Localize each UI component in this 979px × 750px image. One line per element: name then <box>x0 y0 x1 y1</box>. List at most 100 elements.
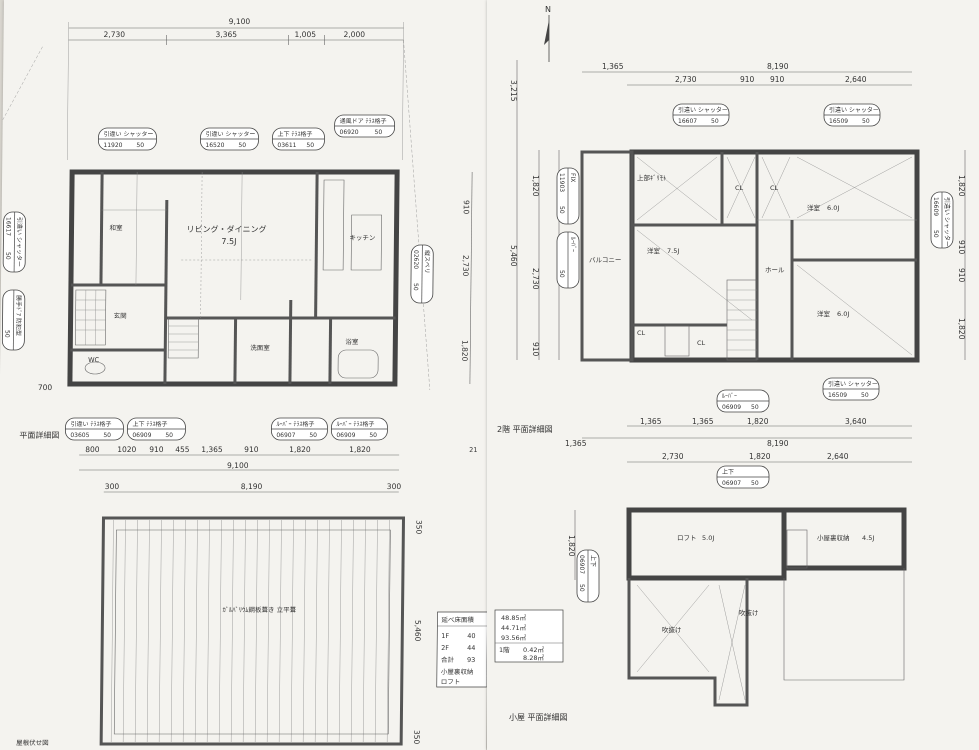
svg-text:50: 50 <box>558 206 565 214</box>
roof-eave-left: 300 <box>105 482 120 491</box>
f2-right-dim-3: 910 <box>957 268 966 283</box>
svg-text:50: 50 <box>711 118 719 125</box>
f2-bot-left: 1,365 <box>565 439 587 448</box>
svg-text:06907: 06907 <box>276 432 295 439</box>
roof-height: 5,460 <box>413 620 422 642</box>
f2-room-yoshitsu-1: 洋室 <box>647 246 661 255</box>
roof-seams <box>110 520 391 742</box>
f1-right-dim-2: 2,730 <box>461 255 470 277</box>
svg-text:06907: 06907 <box>578 555 585 574</box>
sheet-left: 9,100 2,730 3,365 1,005 2,000 <box>0 0 494 750</box>
loft-top-dim-1: 2,730 <box>662 452 684 461</box>
loft-left-dim: 1,820 <box>567 535 576 557</box>
f2-left-dim-1: 3,215 <box>509 80 518 102</box>
f2-right-dim-1: 1,820 <box>957 175 966 197</box>
svg-text:50: 50 <box>861 392 869 399</box>
svg-text:引違い シャッター: 引違い シャッター <box>678 106 728 114</box>
f2-cl-3: CL <box>637 329 646 337</box>
f2-top-seg-1: 2,730 <box>675 75 697 84</box>
svg-text:11920: 11920 <box>103 142 122 149</box>
svg-text:引違い シャッター: 引違い シャッター <box>828 380 878 388</box>
svg-text:ﾙｰﾊﾞｰ: ﾙｰﾊﾞｰ <box>569 237 576 252</box>
loft-label: ロフト <box>677 534 697 542</box>
loft-fukinuke-1: 吹抜け <box>662 625 682 634</box>
f1-top-seg-2: 3,365 <box>216 30 238 39</box>
f1-left-dim-700: 700 <box>38 383 53 392</box>
roof-width: 8,190 <box>241 482 263 491</box>
f2-bot-seg-2: 1,365 <box>692 417 714 426</box>
f1-bot-seg-7: 1,820 <box>289 445 311 454</box>
lower-fukinuke-wall <box>627 578 749 707</box>
f1-room-living: リビング・ダイニング <box>186 224 266 234</box>
svg-text:02620: 02620 <box>412 250 419 269</box>
f1-room-bath: 浴室 <box>345 337 359 346</box>
area2-label: 1階 <box>499 645 510 654</box>
f2-top-seg-2: 910 <box>740 75 755 84</box>
area-row-2f: 2F <box>441 644 449 652</box>
svg-text:50: 50 <box>751 404 759 411</box>
f2-room-balcony: バルコニー <box>589 256 621 264</box>
svg-text:11903: 11903 <box>558 173 565 192</box>
f2-balcony-wall <box>580 150 634 362</box>
roof-note: ｶﾞﾙﾊﾞﾘｳﾑ鋼板葺き 立平葺 <box>222 605 296 614</box>
svg-text:50: 50 <box>238 142 246 149</box>
f2-top-seg-4: 2,640 <box>845 75 867 84</box>
area-table-title: 延べ床面積 <box>441 615 474 624</box>
sheet-right: N 1,365 8,190 2,730 910 910 2,640 3,215 … <box>487 0 979 750</box>
roof-outline <box>99 516 406 746</box>
f2-left-dim-5: 910 <box>531 342 540 357</box>
svg-text:通風ドア ﾃﾗｽ格子: 通風ドア ﾃﾗｽ格子 <box>340 117 387 125</box>
storage-label: 小屋裏収納 <box>817 533 850 542</box>
svg-text:06920: 06920 <box>340 129 359 136</box>
svg-text:50: 50 <box>306 142 314 149</box>
area-row-total-val: 93 <box>467 656 475 664</box>
svg-text:ﾙｰﾊﾞｰ ﾃﾗｽ格子: ﾙｰﾊﾞｰ ﾃﾗｽ格子 <box>276 420 314 428</box>
f1-page-no: 21 <box>469 446 477 454</box>
svg-text:06907: 06907 <box>722 480 741 487</box>
f1-room-genkan: 玄関 <box>114 311 127 320</box>
svg-text:引違い ﾃﾗｽ格子: 引違い ﾃﾗｽ格子 <box>70 420 111 428</box>
loft-top-dim-2: 1,820 <box>749 452 771 461</box>
f2-cl-4: CL <box>697 339 706 347</box>
f2-room-yoshitsu-1-size: 7.5J <box>667 247 679 255</box>
svg-text:16609: 16609 <box>932 197 939 216</box>
f1-tag-4: 通風ドア ﾃﾗｽ格子 06920 50 <box>334 114 396 138</box>
f2-cl-1: CL <box>735 184 744 192</box>
svg-text:50: 50 <box>412 283 419 291</box>
area2-row-2: 44.71㎡ <box>501 623 527 632</box>
f2-bot-seg-4: 3,640 <box>845 417 867 426</box>
svg-text:50: 50 <box>932 230 939 238</box>
svg-text:ﾙｰﾊﾞｰ: ﾙｰﾊﾞｰ <box>722 393 737 400</box>
f2-room-yoshitsu-2: 洋室 <box>807 203 821 212</box>
f1-right-dim-3: 1,820 <box>460 340 469 362</box>
svg-text:50: 50 <box>4 252 11 260</box>
svg-text:50: 50 <box>375 129 383 136</box>
roof-eave-bottom: 350 <box>412 730 421 745</box>
svg-text:縦スベリ: 縦スベリ <box>423 250 431 274</box>
svg-text:引違い シャッター: 引違い シャッター <box>15 217 24 267</box>
f1-top-seg-4: 2,000 <box>344 30 366 39</box>
f1-bot-seg-5: 1,365 <box>201 445 223 454</box>
f1-bot-seg-4: 455 <box>175 445 190 454</box>
loft-title: 小屋 平面詳細図 <box>509 712 568 722</box>
f2-left-dim-2: 5,460 <box>509 245 518 267</box>
f2-bot-seg-1: 1,365 <box>640 417 662 426</box>
loft-room-wall <box>626 507 787 581</box>
roof-eave-top: 350 <box>414 520 423 535</box>
svg-text:50: 50 <box>103 432 111 439</box>
svg-text:50: 50 <box>369 432 377 439</box>
f2-right-dim-2: 910 <box>957 240 966 255</box>
f1-room-senmen: 洗面室 <box>250 343 270 352</box>
roof-eave-right: 300 <box>387 482 402 491</box>
